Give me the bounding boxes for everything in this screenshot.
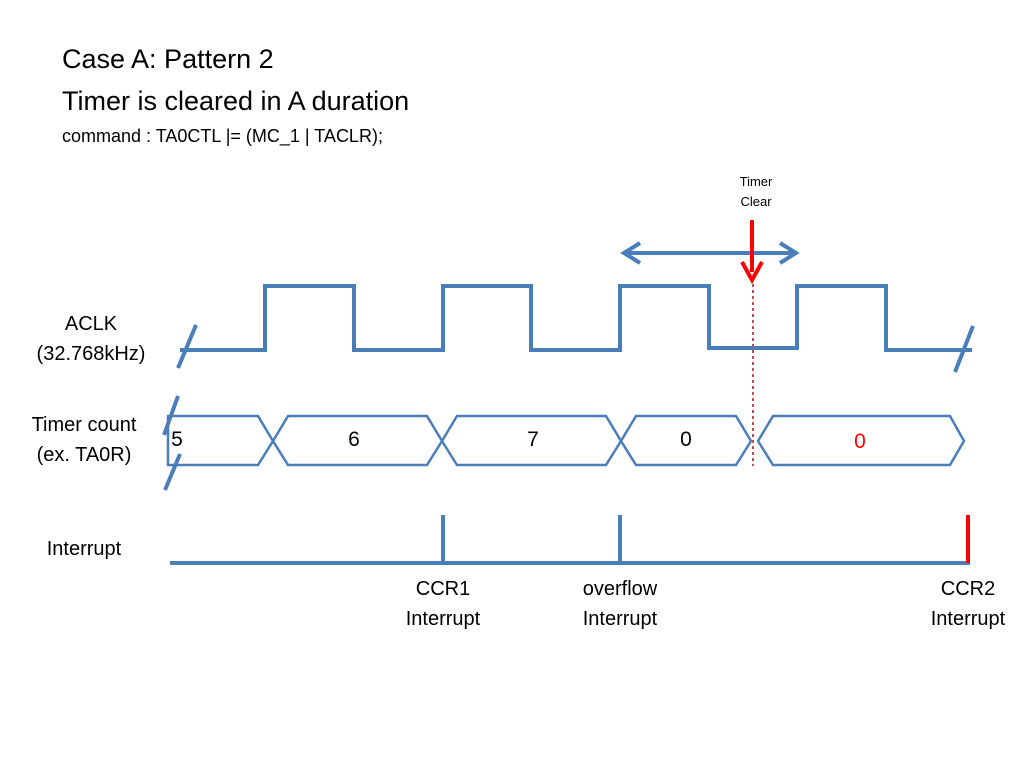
count-segment-0-cleared <box>756 414 966 467</box>
command-text: command : TA0CTL |= (MC_1 | TACLR); <box>62 126 383 146</box>
count-break-bottom <box>163 453 182 491</box>
count-break-top <box>162 395 180 436</box>
count-segment-0 <box>619 414 753 467</box>
count-value-7: 7 <box>527 428 539 451</box>
timer-count-label: Timer count(ex. TA0R) <box>31 414 137 466</box>
aclk-waveform <box>180 284 972 352</box>
count-value-0-cleared: 0 <box>854 430 866 453</box>
slide-subtitle: Timer is cleared in A duration <box>62 86 410 116</box>
count-value-6: 6 <box>348 428 360 451</box>
timer-clear-arrow-head <box>740 261 764 285</box>
aclk-label: ACLK(32.768kHz) <box>36 313 146 365</box>
aclk-break-right <box>953 325 975 373</box>
interrupt-label: Interrupt <box>46 538 122 560</box>
duration-arrow-left-head <box>620 241 642 265</box>
count-segment-5 <box>166 414 275 467</box>
count-value-0: 0 <box>680 428 692 451</box>
slide-title: Case A: Pattern 2 <box>62 44 274 74</box>
duration-arrow-right-head <box>778 241 800 265</box>
count-value-5: 5 <box>171 428 183 451</box>
aclk-break-left <box>176 324 198 369</box>
